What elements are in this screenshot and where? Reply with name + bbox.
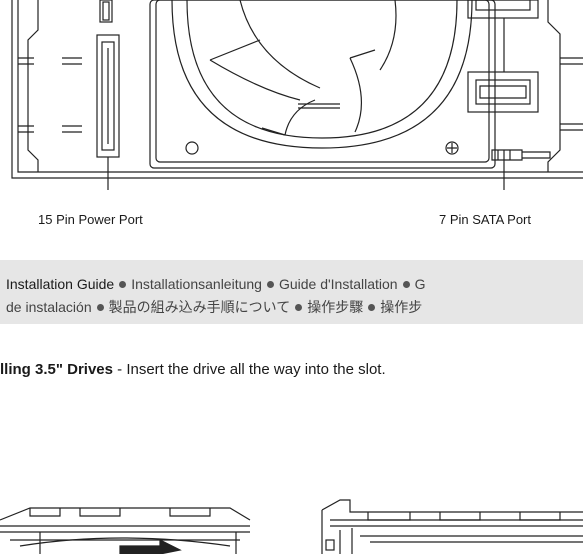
guide-item: 製品の組み込み手順について [108, 299, 291, 315]
drive-bay-icon [0, 499, 583, 554]
guide-item: 操作步 [380, 299, 423, 315]
bullet-icon [295, 303, 303, 311]
step-instruction: lling 3.5" Drives - Insert the drive all… [0, 361, 386, 378]
power-port-label: 15 Pin Power Port [38, 212, 143, 227]
guide-title: Installation Guide [6, 276, 115, 292]
bullet-icon [96, 303, 104, 311]
sata-port-label: 7 Pin SATA Port [439, 212, 532, 227]
bullet-icon [402, 280, 410, 288]
guide-item: Guide d'Installation [278, 276, 398, 292]
power-connector-icon [96, 34, 120, 158]
guide-item: de instalación [6, 299, 92, 315]
installation-guide-band: Installation Guide Installationsanleitung… [0, 260, 583, 324]
fan-icon [149, 0, 496, 169]
guide-item: 操作步驟 [307, 299, 364, 315]
step-title: lling 3.5" Drives [0, 361, 113, 378]
bullet-icon [119, 280, 127, 288]
bullet-icon [266, 280, 274, 288]
backplane-illustration [11, 0, 583, 190]
guide-languages-line-1: Installation Guide Installationsanleitung… [6, 276, 425, 292]
guide-item: Installationsanleitung [131, 276, 262, 292]
step-text: - Insert the drive all the way into the … [113, 361, 386, 378]
guide-item: G [414, 276, 426, 292]
sata-connector-icon [467, 0, 539, 113]
bullet-icon [368, 303, 376, 311]
guide-languages-line-2: de instalación 製品の組み込み手順について操作步驟操作步 [6, 297, 422, 317]
